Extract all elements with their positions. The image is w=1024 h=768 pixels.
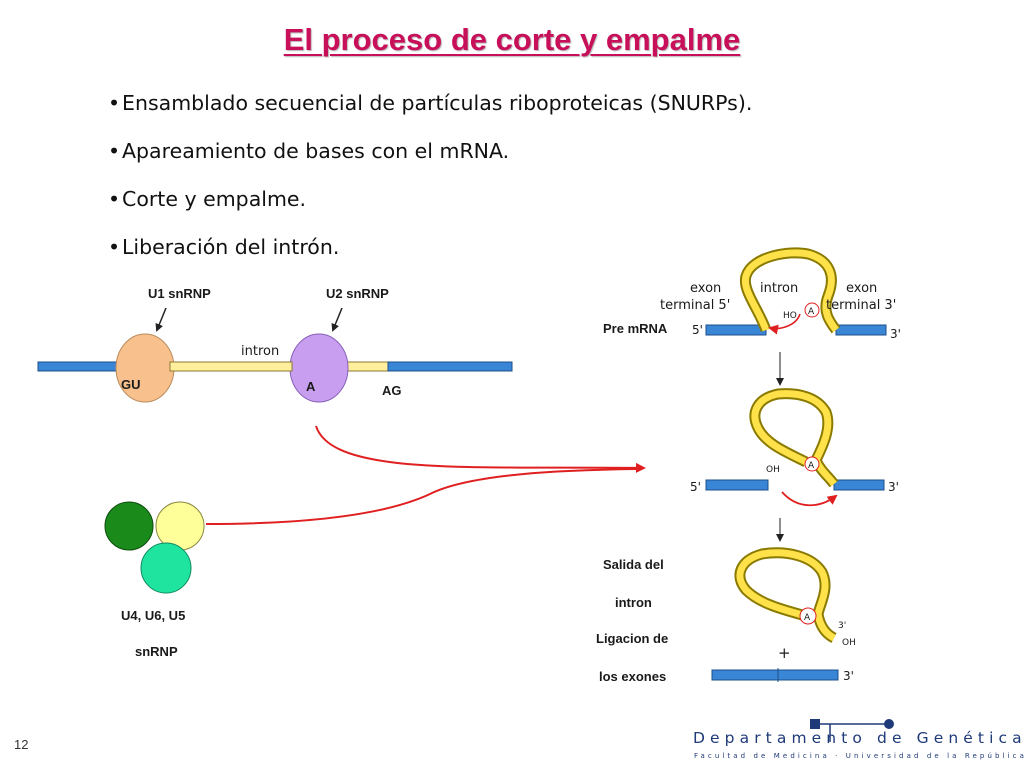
ho-attack-arrow <box>768 313 801 335</box>
intron-loop-fill <box>741 249 839 333</box>
u1-pointer-arrow <box>155 307 167 332</box>
branch-a: A <box>808 307 815 317</box>
stage3-lariat-fill <box>736 549 836 642</box>
complex-label-line1: U4, U6, U5 <box>121 608 185 623</box>
stage2-exon5 <box>705 479 769 491</box>
u2-label: U2 snRNP <box>326 286 389 301</box>
stage-lariat-forming: A <box>705 388 885 507</box>
bullet-dot: • <box>108 139 121 163</box>
stage3-a-circle <box>799 607 817 625</box>
logo-dot <box>884 719 894 729</box>
exon3-bar <box>835 324 887 336</box>
stage2-a: A <box>808 461 815 471</box>
pre-mrna-label: Pre mRNA <box>603 321 668 336</box>
stage3-oh: OH <box>842 638 856 648</box>
intron-top-label: intron <box>760 281 798 296</box>
stage2-3prime: 3' <box>888 480 899 494</box>
u4-snrnp-particle <box>104 501 154 551</box>
ag-label: AG <box>382 383 402 398</box>
intron-overlap <box>169 361 293 372</box>
branch-a-circle <box>804 302 820 318</box>
ligacion-label-2: los exones <box>599 669 666 684</box>
bullet-text: Ensamblado secuencial de partículas ribo… <box>122 91 753 115</box>
exon-right-bar <box>387 361 513 372</box>
exon-left-label-1: exon <box>690 281 721 296</box>
stage-pre-mrna: A HO <box>705 247 887 336</box>
bullet-dot: • <box>108 187 121 211</box>
bullet-list: •Ensamblado secuencial de partículas rib… <box>108 86 752 278</box>
u5-snrnp-particle <box>140 542 192 594</box>
u1-label: U1 snRNP <box>148 286 211 301</box>
stage2-a-circle <box>804 456 820 472</box>
ligated-exons-bar <box>711 669 839 681</box>
exon-left-label-2: terminal 5' <box>660 298 730 313</box>
slide-title: El proceso de corte y empalme <box>283 22 741 57</box>
stage2-oh: OH <box>766 465 780 475</box>
ligation-arrow <box>781 491 838 507</box>
salida-label-1: Salida del <box>603 557 664 572</box>
a-label: A <box>306 379 316 394</box>
complex-label-line2: snRNP <box>135 644 178 659</box>
arrow-to-spliceosome-top <box>315 425 646 473</box>
exon-right-label-2: terminal 3' <box>826 298 896 313</box>
bullet-dot: • <box>108 235 121 259</box>
stage3-3prime-top: 3' <box>838 621 846 631</box>
exon5-bar <box>705 324 767 336</box>
stage2-exon3 <box>833 479 885 491</box>
bullet-dot: • <box>108 91 121 115</box>
stage2-5prime: 5' <box>690 480 701 494</box>
gu-label: GU <box>121 377 141 392</box>
arrow-to-spliceosome-bottom <box>205 468 641 525</box>
bullet-text: Apareamiento de bases con el mRNA. <box>122 139 510 163</box>
stage3-a: A <box>804 613 811 623</box>
stage-released-lariat: A <box>711 547 839 682</box>
ligacion-label-1: Ligacion de <box>596 631 668 646</box>
stage3-3prime: 3' <box>843 669 854 683</box>
page-number: 12 <box>14 737 29 752</box>
bullet-item: •Corte y empalme. <box>108 182 752 230</box>
u2-snrnp-particle <box>289 333 349 403</box>
intron-label: intron <box>241 344 279 359</box>
logo-square <box>810 719 820 729</box>
plus-sign: + <box>778 644 791 662</box>
bullet-text: Liberación del intrón. <box>122 235 340 259</box>
stage1-3prime: 3' <box>890 327 901 341</box>
department-logo <box>810 719 894 742</box>
bullet-item: •Ensamblado secuencial de partículas rib… <box>108 86 752 134</box>
u2-pointer-arrow <box>331 307 343 332</box>
bullet-text: Corte y empalme. <box>122 187 307 211</box>
department-name: Departamento de Genética <box>693 729 1024 747</box>
salida-label-2: intron <box>615 595 652 610</box>
stage1-5prime: 5' <box>692 323 703 337</box>
exon-right-label-1: exon <box>846 281 877 296</box>
faculty-name: Facultad de Medicina · Universidad de la… <box>694 752 1024 760</box>
ho-label: HO <box>783 311 797 321</box>
bullet-item: •Apareamiento de bases con el mRNA. <box>108 134 752 182</box>
bullet-item: •Liberación del intrón. <box>108 230 752 278</box>
